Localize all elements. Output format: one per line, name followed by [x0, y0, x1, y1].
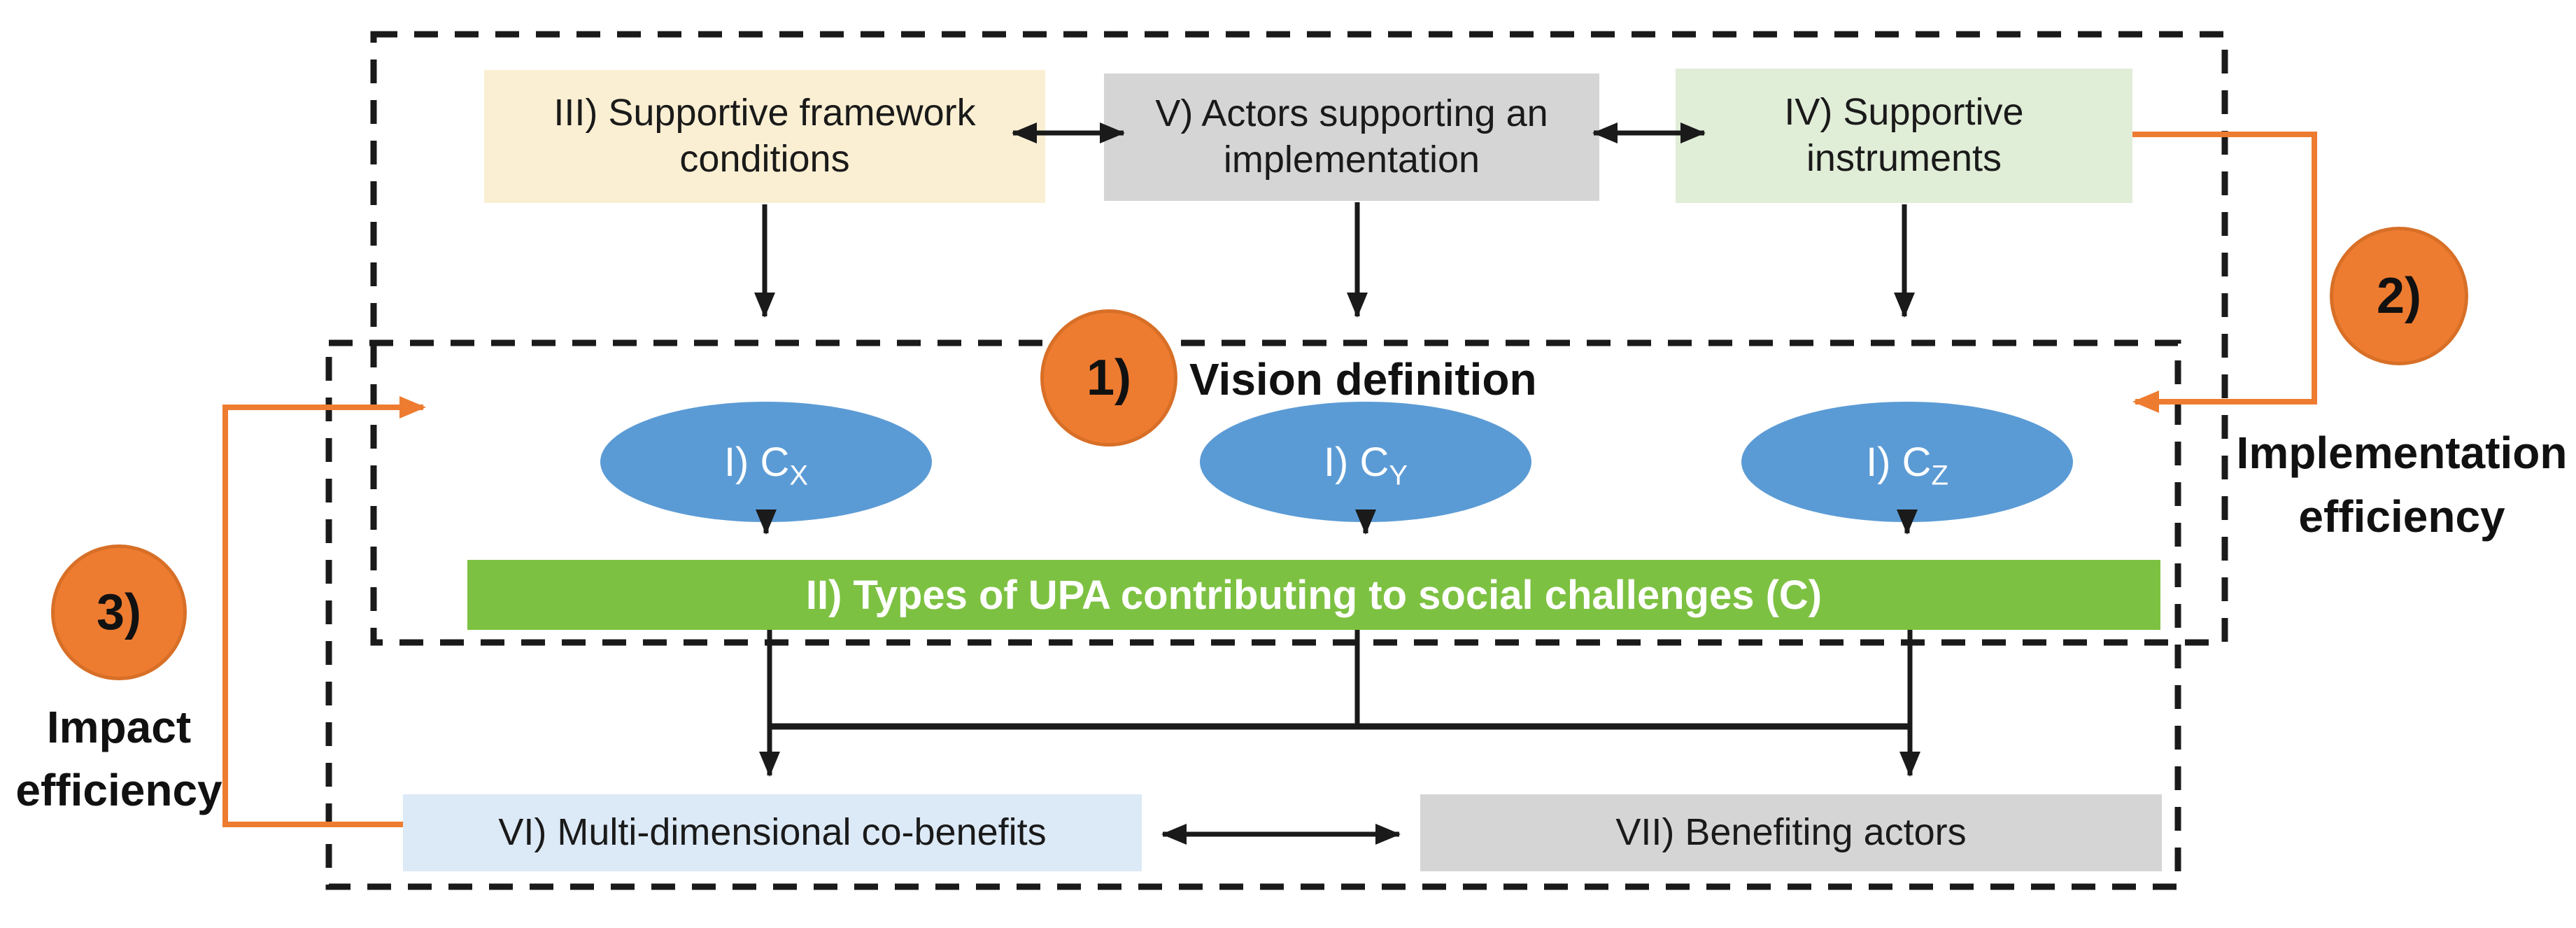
- node-benefiting-actors: VII) Benefiting actors: [1420, 794, 2162, 871]
- ellipse-label: I) CZ: [1866, 439, 1948, 491]
- node-label: V) Actors supporting an implementation: [1155, 92, 1548, 181]
- label-vision-definition: Vision definition: [1189, 354, 1537, 405]
- node-multi-dimensional-co-benefits: VI) Multi-dimensional co-benefits: [403, 794, 1142, 871]
- node-label: III) Supportive framework conditions: [553, 92, 976, 180]
- bar-upa-types: II) Types of UPA contributing to social …: [467, 560, 2160, 630]
- label-impact-efficiency: Impact efficiency: [15, 702, 222, 815]
- badge-implementation-2: 2): [2330, 227, 2468, 365]
- ellipse-label: I) CX: [723, 439, 809, 491]
- node-label: IV) Supportive instruments: [1784, 91, 2024, 179]
- node-label: VII) Benefiting actors: [1615, 811, 1967, 854]
- ellipse-label: I) CY: [1323, 439, 1408, 491]
- orange-path-implementation: [2132, 132, 2317, 413]
- node-actors-supporting-implementation: V) Actors supporting an implementation: [1104, 73, 1599, 201]
- badge-impact-3: 3): [51, 544, 187, 680]
- bar-label: II) Types of UPA contributing to social …: [805, 572, 1823, 618]
- node-label: VI) Multi-dimensional co-benefits: [498, 811, 1047, 854]
- ellipse-challenge-x: I) CX: [600, 402, 932, 522]
- ellipse-challenge-z: I) CZ: [1741, 402, 2073, 522]
- node-supportive-instruments: IV) Supportive instruments: [1676, 69, 2132, 203]
- ellipse-challenge-y: I) CY: [1200, 402, 1531, 522]
- badge-vision-1: 1): [1040, 309, 1177, 447]
- label-implementation-efficiency: Implementation efficiency: [2236, 428, 2568, 542]
- node-supportive-framework-conditions: III) Supportive framework conditions: [484, 70, 1045, 203]
